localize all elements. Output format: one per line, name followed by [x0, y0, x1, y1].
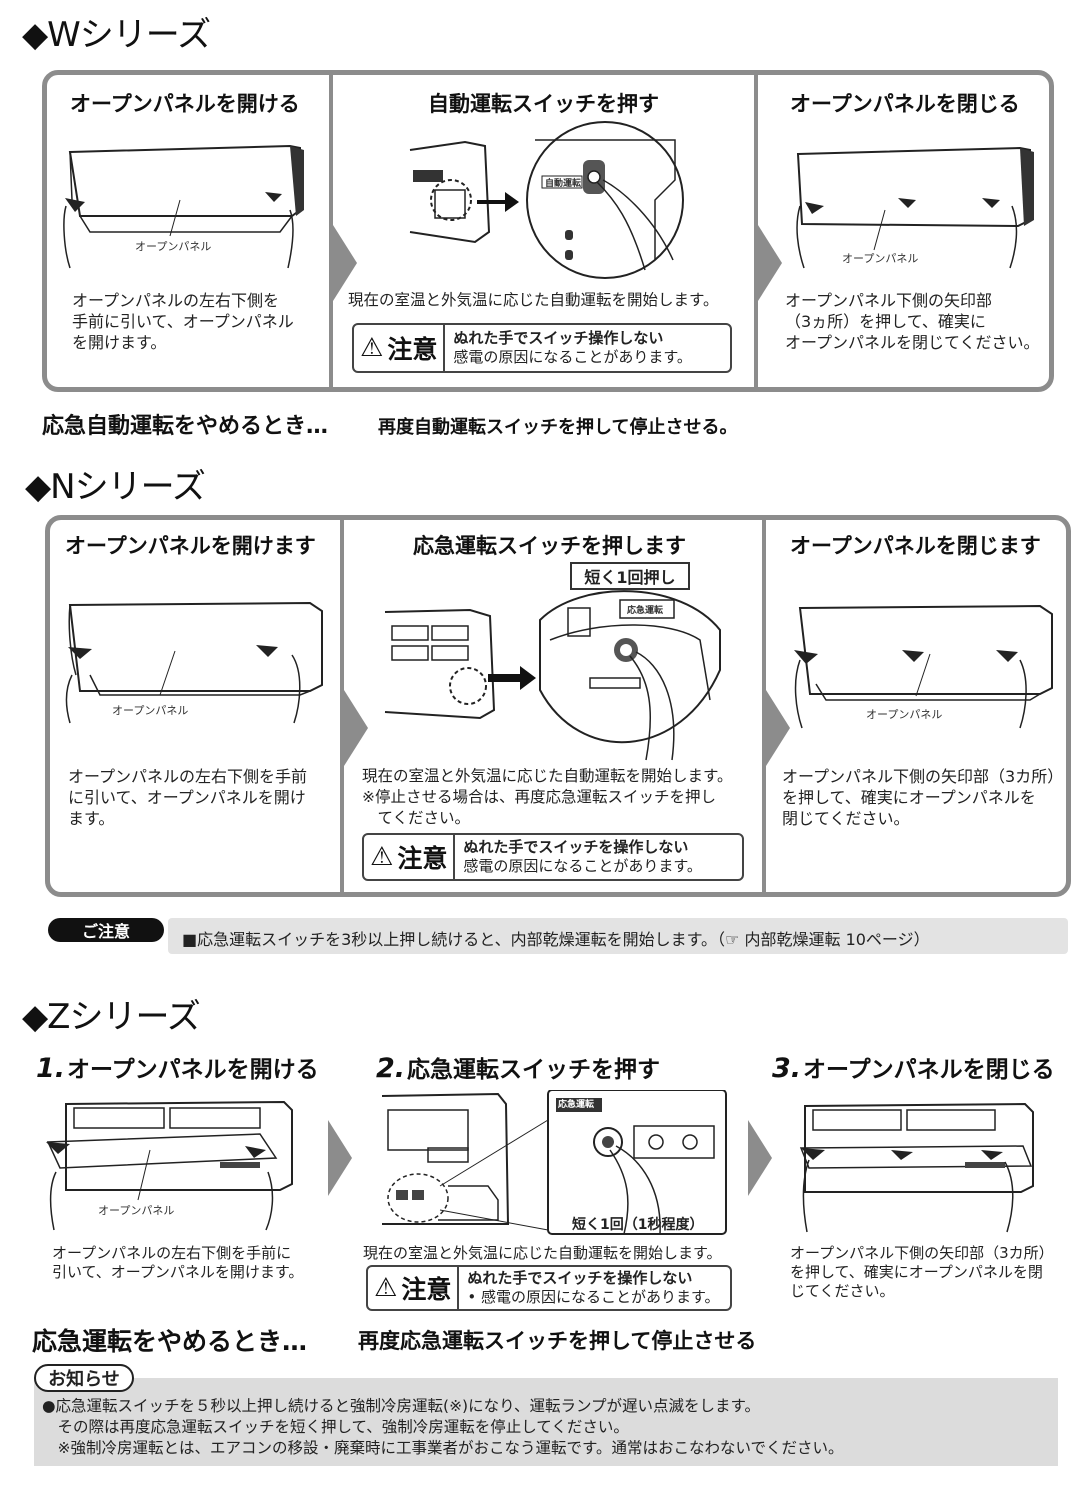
- n-caution-box: ⚠注意 ぬれた手でスイッチを操作しない 感電の原因になることがあります。: [362, 833, 744, 881]
- n-caution-label-box: ⚠注意: [364, 835, 456, 879]
- z-series-title: ◆Zシリーズ: [22, 997, 201, 1037]
- z-step2-heading: 2.応急運転スイッチを押す: [376, 1050, 660, 1084]
- w-series-title: ◆Wシリーズ: [22, 15, 211, 55]
- n-step3-panel-label: オープンパネル: [866, 708, 943, 721]
- n-notice-badge: ご注意: [48, 918, 164, 942]
- n-step1-heading: オープンパネルを開けます: [65, 534, 316, 558]
- z-stop-text: 再度応急運転スイッチを押して停止させる: [358, 1329, 757, 1353]
- n-step1-aircon-illustration: [65, 601, 323, 724]
- w-step1-heading: オープンパネルを開ける: [70, 92, 300, 116]
- z-step1-heading: 1.オープンパネルを開ける: [36, 1050, 319, 1084]
- warning-triangle-icon: ⚠: [360, 333, 384, 363]
- w-step2-switch-illustration: [409, 121, 684, 279]
- n-caution-label: 注意: [397, 844, 448, 873]
- z-caution-line2: • 感電の原因になることがあります。: [467, 1288, 720, 1306]
- n-caution-line2: 感電の原因になることがあります。: [463, 857, 702, 875]
- w-step1-aircon-illustration: [63, 144, 304, 269]
- n-caution-line1: ぬれた手でスイッチを操作しない: [463, 838, 689, 856]
- z-arrow-1: [328, 1120, 352, 1196]
- z-step2-switch-illustration: [381, 1090, 727, 1235]
- n-step1-panel-label: オープンパネル: [112, 704, 189, 717]
- w-stop-text: 再度自動運転スイッチを押して停止させる。: [378, 417, 738, 438]
- z-caution-label: 注意: [401, 1275, 452, 1304]
- z-info-lines: ●応急運転スイッチを５秒以上押し続けると強制冷房運転(※)になり、運転ランプが遅…: [42, 1396, 843, 1459]
- z-step1-panel-label: オープンパネル: [98, 1204, 175, 1217]
- w-step3-panel-label: オープンパネル: [842, 252, 919, 265]
- z-step3-text: オープンパネル下側の矢印部（3カ所） を押して、確実にオープンパネルを閉 じてく…: [790, 1244, 1054, 1300]
- n-caution-body: ぬれた手でスイッチを操作しない 感電の原因になることがあります。: [455, 835, 710, 879]
- w-step2-switch-label: 自動運転: [545, 179, 582, 189]
- w-step3-heading: オープンパネルを閉じる: [790, 92, 1020, 116]
- z-info-line-2: その際は再度応急運転スイッチを短く押して、強制冷房運転を停止してください。: [42, 1418, 629, 1436]
- n-notice-text: ■応急運転スイッチを3秒以上押し続けると、内部乾燥運転を開始します。（☞ 内部乾…: [182, 930, 930, 949]
- w-caution-body: ぬれた手でスイッチ操作しない 感電の原因になることがあります。: [445, 325, 700, 371]
- z-arrow-2: [748, 1120, 772, 1196]
- w-step3-text: オープンパネル下側の矢印部 （3ヵ所）を押して、確実に オープンパネルを閉じてく…: [785, 291, 1040, 352]
- z-info-box: [34, 1378, 1058, 1466]
- z-step2-heading-text: 応急運転スイッチを押す: [407, 1057, 661, 1083]
- z-step2-switch-label: 応急運転: [558, 1100, 595, 1110]
- z-step2-text: 現在の室温と外気温に応じた自動運転を開始します。: [363, 1244, 722, 1262]
- z-step3-number: 3.: [772, 1053, 802, 1084]
- z-caution-body: ぬれた手でスイッチを操作しない • 感電の原因になることがあります。: [459, 1267, 727, 1309]
- n-series-title: ◆Nシリーズ: [25, 467, 206, 507]
- n-step3-text: オープンパネル下側の矢印部（3カ所） を押して、確実にオープンパネルを 閉じてく…: [782, 767, 1064, 828]
- n-step2-heading: 応急運転スイッチを押します: [413, 534, 686, 558]
- n-step2-callout-text: 短く1回押し: [584, 568, 676, 587]
- w-caution-label-box: ⚠注意: [354, 325, 446, 371]
- z-caution-line1: ぬれた手でスイッチを操作しない: [467, 1269, 693, 1287]
- w-caution-line1: ぬれた手でスイッチ操作しない: [453, 329, 664, 347]
- w-caution-label: 注意: [387, 335, 438, 364]
- z-info-line-1: ●応急運転スイッチを５秒以上押し続けると強制冷房運転(※)になり、運転ランプが遅…: [42, 1397, 760, 1415]
- z-step2-callout: 短く1回（1秒程度）: [572, 1217, 704, 1233]
- z-step1-aircon-illustration: [46, 1100, 293, 1231]
- z-info-line-3: ※強制冷房運転とは、エアコンの移設・廃棄時に工事業者がおこなう運転です。通常はお…: [42, 1439, 844, 1457]
- w-caution-line2: 感電の原因になることがあります。: [453, 348, 692, 366]
- n-step1-text: オープンパネルの左右下側を手前 に引いて、オープンパネルを開け ます。: [68, 767, 308, 828]
- n-step3-heading: オープンパネルを閉じます: [790, 534, 1041, 558]
- z-step1-heading-text: オープンパネルを開ける: [67, 1057, 319, 1083]
- z-stop-label: 応急運転をやめるとき…: [32, 1327, 308, 1356]
- z-step3-heading-text: オープンパネルを閉じる: [803, 1057, 1055, 1083]
- z-info-badge: お知らせ: [34, 1364, 134, 1392]
- z-step2-number: 2.: [376, 1053, 406, 1084]
- z-step3-aircon-illustration: [799, 1102, 1034, 1233]
- w-step2-text: 現在の室温と外気温に応じた自動運転を開始します。: [348, 291, 719, 309]
- n-notice-badge-text: ご注意: [81, 922, 130, 941]
- w-stop-label: 応急自動運転をやめるとき…: [42, 414, 329, 439]
- z-step1-number: 1.: [36, 1053, 66, 1084]
- n-step2-switch-illustration: [384, 590, 721, 761]
- w-step2-heading: 自動運転スイッチを押す: [428, 92, 659, 116]
- n-step2-text: 現在の室温と外気温に応じた自動運転を開始します。 ※停止させる場合は、再度応急運…: [362, 767, 733, 827]
- n-step2-callout: 短く1回押し: [570, 562, 690, 590]
- warning-triangle-icon: ⚠: [374, 1273, 398, 1303]
- z-step1-text: オープンパネルの左右下側を手前に 引いて、オープンパネルを開けます。: [52, 1244, 304, 1281]
- w-step3-aircon-illustration: [796, 146, 1034, 269]
- z-caution-label-box: ⚠注意: [368, 1267, 460, 1309]
- n-step3-aircon-illustration: [794, 604, 1053, 729]
- w-step1-text: オープンパネルの左右下側を 手前に引いて、オープンパネル を開けます。: [72, 291, 294, 352]
- n-notice-bar: [168, 918, 1068, 954]
- w-caution-box: ⚠注意 ぬれた手でスイッチ操作しない 感電の原因になることがあります。: [352, 323, 732, 373]
- w-step1-panel-label: オープンパネル: [135, 240, 212, 253]
- z-step3-heading: 3.オープンパネルを閉じる: [772, 1050, 1055, 1084]
- z-caution-box: ⚠注意 ぬれた手でスイッチを操作しない • 感電の原因になることがあります。: [366, 1265, 732, 1311]
- warning-triangle-icon: ⚠: [370, 842, 394, 872]
- n-step2-switch-label: 応急運転: [627, 606, 664, 616]
- z-info-badge-text: お知らせ: [48, 1369, 120, 1390]
